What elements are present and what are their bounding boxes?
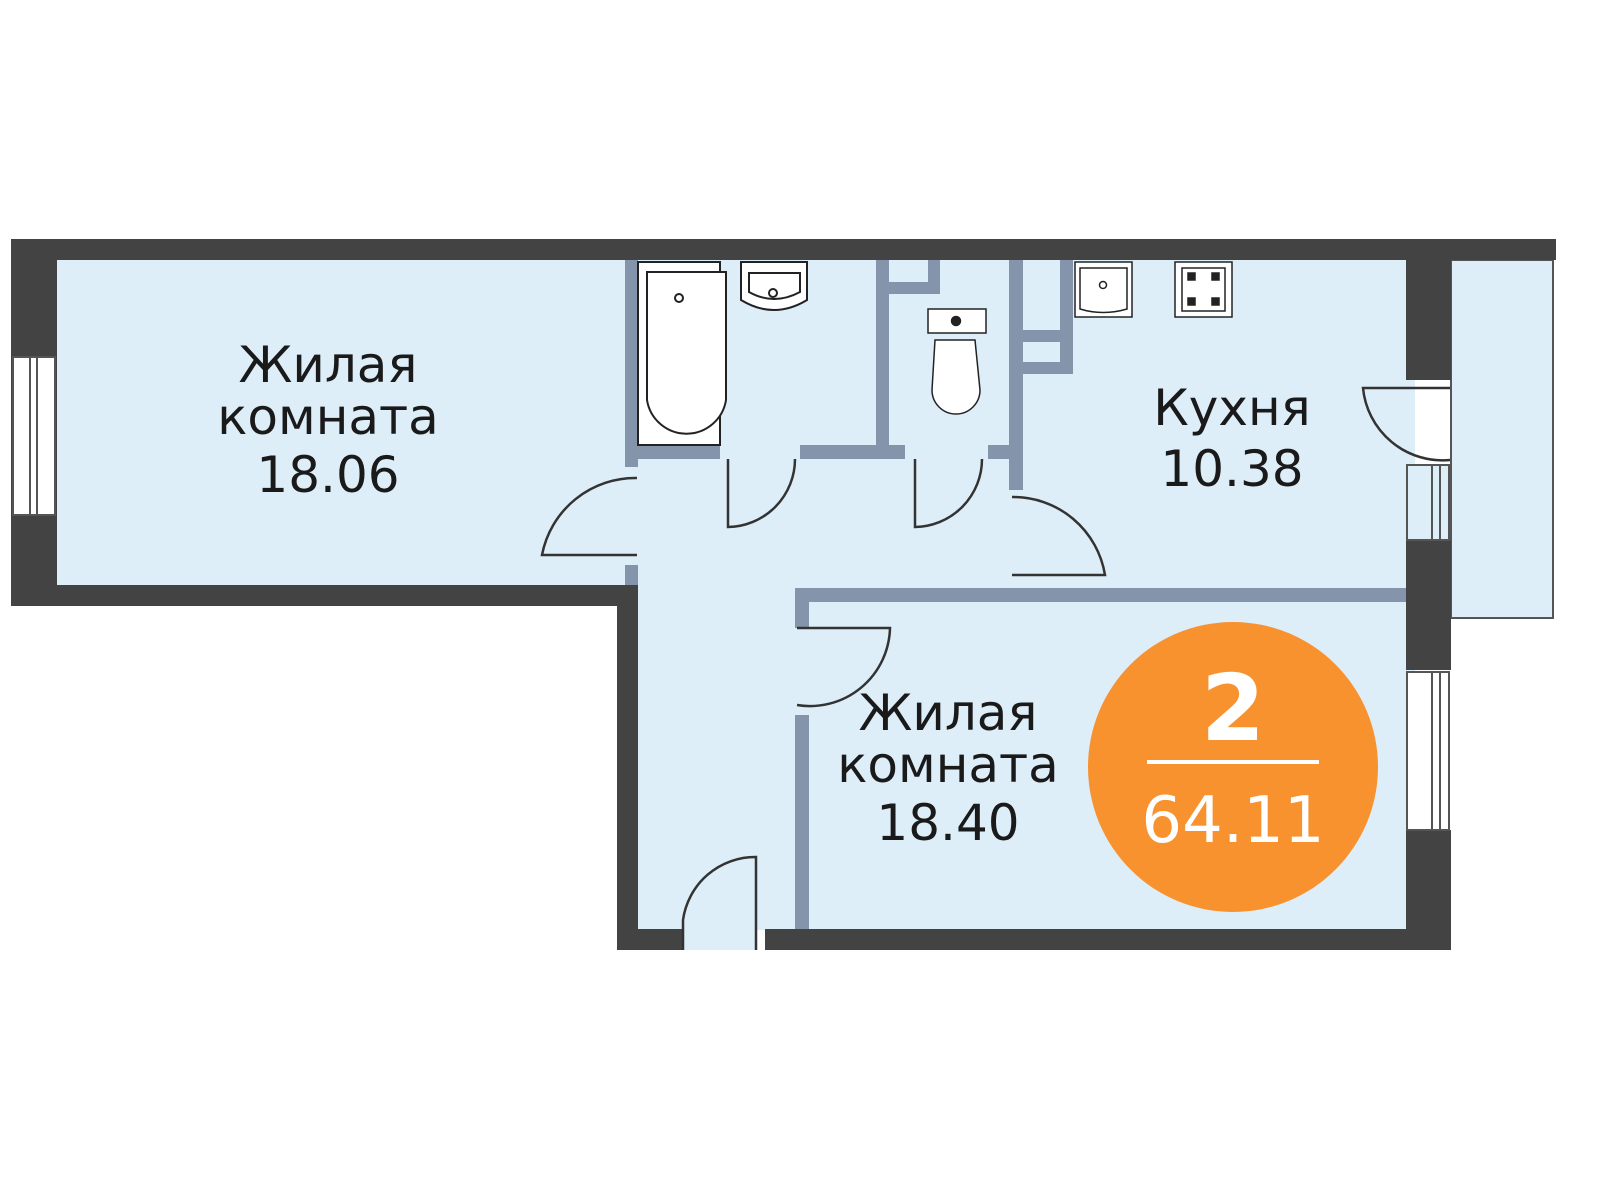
kitchen-label: Кухня — [1153, 379, 1310, 437]
rooms-count: 2 — [1201, 655, 1265, 762]
room2-area: 18.40 — [876, 794, 1019, 852]
window-left — [12, 356, 56, 516]
inner-walls — [625, 260, 1406, 929]
room1-label-2: комната — [217, 388, 439, 446]
room2-label: Жилая — [858, 684, 1037, 742]
window-kitchen — [1406, 464, 1450, 541]
kitchen-sink — [1074, 261, 1133, 318]
stove — [1174, 261, 1233, 318]
total-area: 64.11 — [1141, 784, 1324, 858]
room2-label-2: комната — [837, 736, 1059, 794]
doors — [540, 386, 1451, 950]
sink — [740, 261, 808, 311]
balcony — [1450, 259, 1554, 619]
kitchen-area: 10.38 — [1160, 440, 1303, 498]
bathtub — [637, 261, 727, 446]
outer-walls — [11, 239, 1556, 950]
window-room2 — [1406, 671, 1450, 831]
summary-badge: 2 64.11 — [1088, 622, 1378, 912]
badge-divider — [1147, 760, 1319, 764]
room1-area: 18.06 — [256, 446, 399, 504]
room1-label: Жилая — [238, 336, 417, 394]
toilet — [927, 308, 987, 415]
